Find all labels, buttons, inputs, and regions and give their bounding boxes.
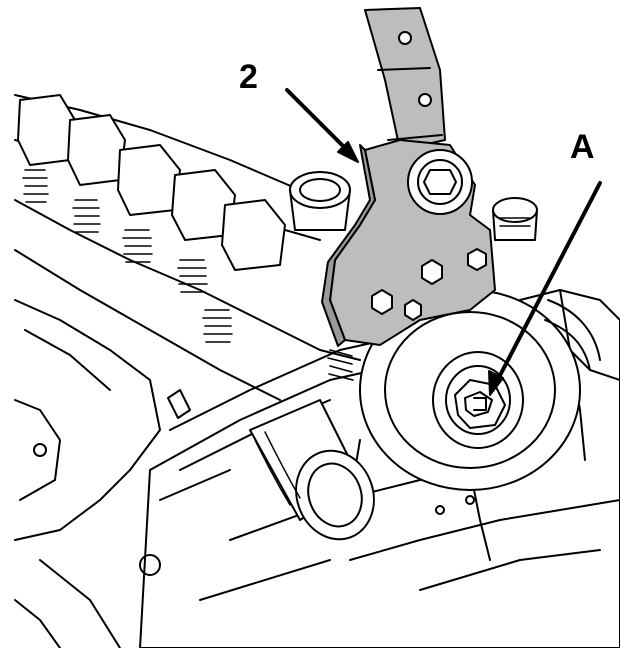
fittings	[289, 171, 538, 241]
valve-train	[14, 94, 361, 648]
callout-label-tool: 2	[239, 58, 258, 96]
arrow-to-tool	[285, 88, 354, 157]
arrowhead-hub	[488, 370, 504, 396]
outlet-pipe	[249, 399, 375, 541]
arrowhead-tool	[337, 141, 359, 163]
callout-arrows	[285, 88, 602, 396]
arrow-to-hub	[493, 181, 602, 387]
callout-label-part: A	[570, 128, 595, 166]
holding-tool	[321, 7, 496, 347]
